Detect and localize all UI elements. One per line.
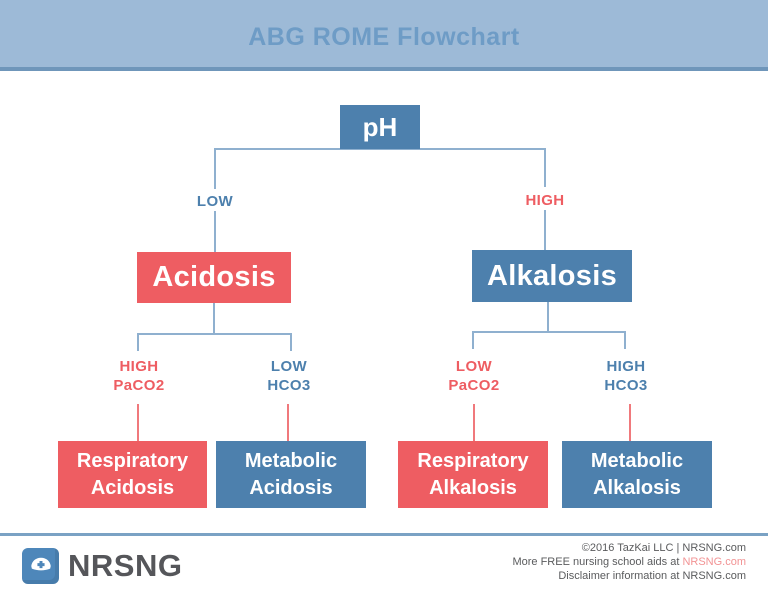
label-ph-low: LOW [196, 193, 234, 210]
label-line: PaCO2 [113, 377, 165, 394]
label-line: LOW [270, 358, 308, 375]
connector-top-horizontal [215, 148, 546, 150]
nrsng-link[interactable]: NRSNG.com [682, 555, 746, 568]
node-respiratory-acidosis: Respiratory Acidosis [58, 441, 207, 508]
node-metabolic-acidosis: Metabolic Acidosis [216, 441, 366, 508]
label-ph-high: HIGH [525, 192, 565, 209]
label-line: LOW [455, 358, 493, 375]
connector-hco3-alkalosis [629, 404, 631, 441]
connector-left-drop-1 [214, 148, 216, 189]
connector-right-drop-2 [544, 210, 546, 251]
label-low-hco3: LOW HCO3 [244, 357, 334, 395]
label-line: HIGH [119, 358, 159, 375]
nurse-cap-icon [22, 548, 59, 584]
connector-alkalosis-down [547, 302, 549, 332]
connector-right-sub-drop-1 [472, 331, 474, 349]
brand-name: NRSNG [68, 548, 183, 583]
label-high-hco3: HIGH HCO3 [581, 357, 671, 395]
label-high-paco2: HIGH PaCO2 [94, 357, 184, 395]
footer-info: ©2016 TazKai LLC | NRSNG.com More FREE n… [512, 542, 746, 583]
label-line: HCO3 [604, 377, 648, 394]
nrsng-logo[interactable]: NRSNG [22, 548, 182, 584]
connector-right-sub-drop-2 [624, 331, 626, 349]
connector-paco2-acidosis [137, 404, 139, 441]
disclaimer-text: Disclaimer information at NRSNG.com [558, 569, 746, 582]
promo-text: More FREE nursing school aids at NRSNG.c… [512, 556, 746, 570]
footer-divider [0, 533, 768, 536]
page-title: ABG ROME Flowchart [248, 23, 520, 51]
label-line: HIGH [606, 358, 646, 375]
label-low-paco2: LOW PaCO2 [429, 357, 519, 395]
node-metabolic-alkalosis: Metabolic Alkalosis [562, 441, 712, 508]
connector-paco2-alkalosis [473, 404, 475, 441]
promo-prefix: More FREE nursing school aids at [512, 555, 683, 568]
connector-left-sub-drop-1 [137, 333, 139, 351]
connector-left-sub-drop-2 [290, 333, 292, 351]
connector-right-sub-horizontal [473, 331, 626, 333]
connector-hco3-acidosis [287, 404, 289, 441]
label-line: HCO3 [267, 377, 311, 394]
connector-acidosis-down [213, 303, 215, 334]
node-acidosis: Acidosis [137, 252, 291, 303]
node-alkalosis: Alkalosis [472, 250, 632, 302]
node-respiratory-alkalosis: Respiratory Alkalosis [398, 441, 548, 508]
label-line: PaCO2 [448, 377, 500, 394]
connector-left-drop-2 [214, 211, 216, 253]
connector-left-sub-horizontal [138, 333, 292, 335]
header-bar: ABG ROME Flowchart [0, 0, 768, 71]
connector-right-drop-1 [544, 148, 546, 187]
copyright-text: ©2016 TazKai LLC | NRSNG.com [581, 542, 746, 554]
node-ph: pH [340, 105, 420, 149]
